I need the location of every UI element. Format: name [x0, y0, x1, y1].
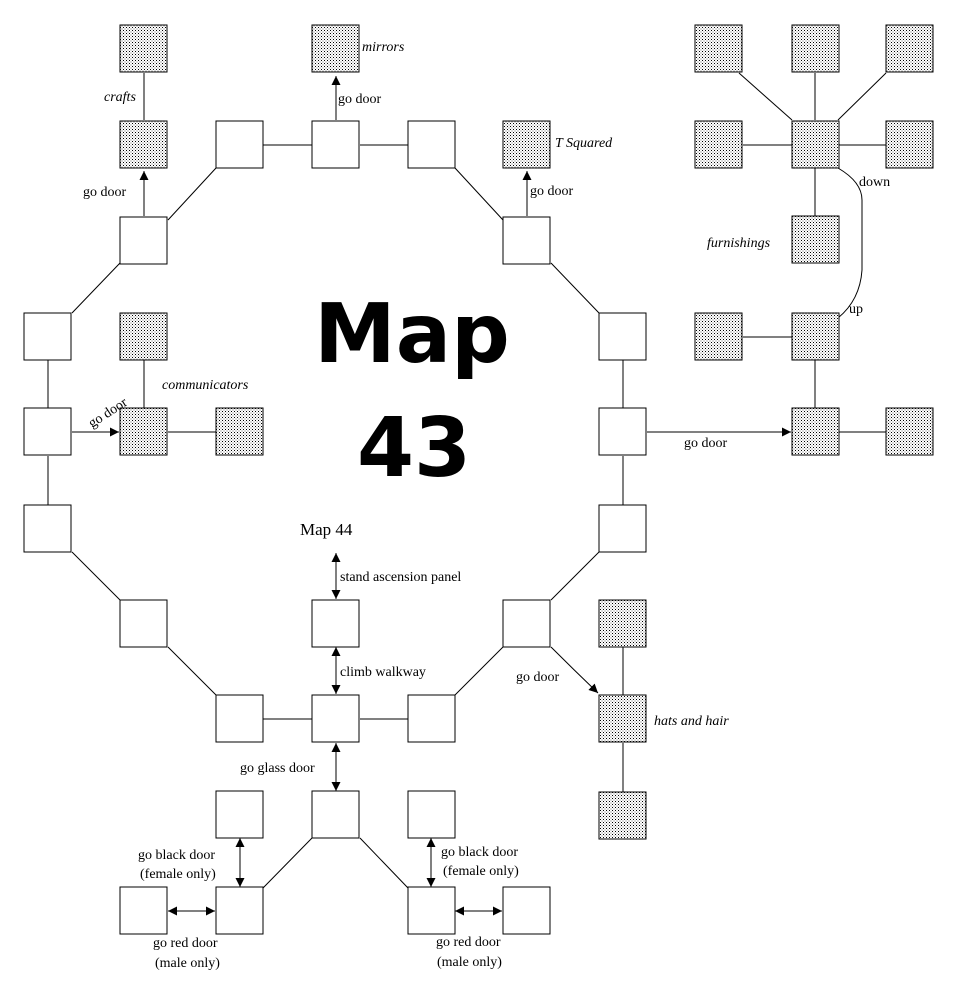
title-number: 43 — [357, 401, 471, 496]
shop-entry-e — [885, 407, 934, 456]
label-hats-and-hair: hats and hair — [654, 714, 729, 729]
title: Map 43 — [314, 287, 510, 496]
shop-lower-hub — [791, 312, 840, 361]
label-red-door-left: go red door — [153, 936, 218, 951]
room-se — [502, 599, 551, 648]
shop-crafts-top — [119, 24, 168, 73]
room-e-mid — [598, 407, 647, 456]
room-n-left — [215, 120, 264, 169]
shop-hats-and-hair — [598, 694, 647, 743]
room-red-left-inner — [215, 886, 264, 935]
shop-entry — [791, 407, 840, 456]
label-furnishings: furnishings — [707, 236, 771, 251]
shop-communicators-east — [215, 407, 264, 456]
label-map-44: Map 44 — [300, 520, 353, 539]
shop-furn-n — [791, 24, 840, 73]
title-map: Map — [314, 287, 510, 382]
connections — [47, 72, 887, 889]
label-go-door-hats: go door — [516, 670, 560, 685]
shop-mirrors — [311, 24, 360, 73]
label-female-only-right: (female only) — [443, 864, 519, 879]
label-up: up — [849, 302, 863, 317]
room-black-right — [407, 790, 456, 839]
room-glass-door — [311, 790, 360, 839]
shop-t-squared — [502, 120, 551, 169]
room-e-top — [598, 312, 647, 361]
shop-furn-nw — [694, 24, 743, 73]
room-red-left-outer — [119, 886, 168, 935]
room-nw — [119, 216, 168, 265]
label-mirrors: mirrors — [362, 40, 405, 55]
label-female-only-left: (female only) — [140, 867, 216, 882]
label-climb-walkway: climb walkway — [340, 665, 426, 680]
room-w-bottom — [23, 504, 72, 553]
room-n-center — [311, 120, 360, 169]
shop-furn-e — [885, 120, 934, 169]
label-crafts: crafts — [104, 90, 136, 105]
arrows — [72, 76, 791, 916]
room-red-right-outer — [502, 886, 551, 935]
shop-lower-w — [694, 312, 743, 361]
label-go-door-tsquared: go door — [530, 184, 574, 199]
shop-hats-top — [598, 599, 647, 648]
room-ascension — [311, 599, 360, 648]
label-male-only-left: (male only) — [155, 956, 220, 971]
label-black-door-right: go black door — [441, 845, 518, 860]
shop-furn-ne — [885, 24, 934, 73]
room-w-top — [23, 312, 72, 361]
room-s-right — [407, 694, 456, 743]
shop-furn-hub — [791, 120, 840, 169]
shop-furnishings — [791, 215, 840, 264]
room-s-left — [215, 694, 264, 743]
shop-communicators-top — [119, 312, 168, 361]
label-male-only-right: (male only) — [437, 955, 502, 970]
label-stand-ascension-panel: stand ascension panel — [340, 570, 461, 585]
shop-communicators — [119, 407, 168, 456]
label-communicators: communicators — [162, 378, 249, 393]
arrow-hats-door — [550, 646, 599, 694]
label-go-glass-door: go glass door — [240, 761, 315, 776]
room-ne — [502, 216, 551, 265]
label-down: down — [859, 175, 890, 190]
label-go-door-east: go door — [684, 436, 728, 451]
room-red-right-inner — [407, 886, 456, 935]
label-red-door-right: go red door — [436, 935, 501, 950]
label-go-door-crafts: go door — [83, 185, 127, 200]
room-w-mid — [23, 407, 72, 456]
label-black-door-left: go black door — [138, 848, 215, 863]
room-sw — [119, 599, 168, 648]
label-go-door-mirrors: go door — [338, 92, 382, 107]
room-black-left — [215, 790, 264, 839]
room-s-center — [311, 694, 360, 743]
shop-hats-bottom — [598, 791, 647, 840]
room-e-bottom — [598, 504, 647, 553]
label-t-squared: T Squared — [555, 136, 613, 151]
shop-furn-w — [694, 120, 743, 169]
room-n-right — [407, 120, 456, 169]
labels: crafts mirrors T Squared communicators f… — [83, 40, 890, 971]
rooms — [23, 24, 934, 935]
shop-crafts — [119, 120, 168, 169]
